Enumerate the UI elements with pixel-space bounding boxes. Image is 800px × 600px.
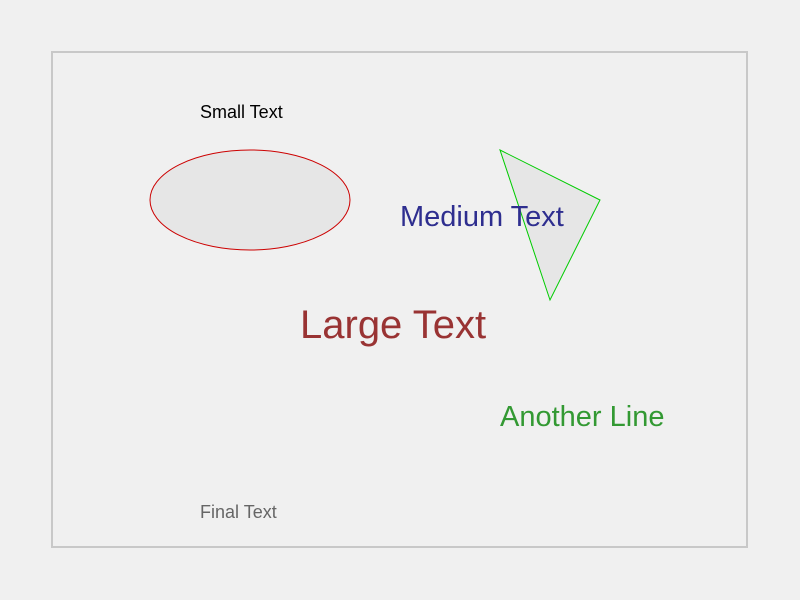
- triangle-shape: [499, 149, 601, 302]
- final-text: Final Text: [200, 502, 277, 522]
- ellipse-shape: [149, 149, 351, 251]
- medium-text: Medium Text: [400, 201, 564, 233]
- large-text: Large Text: [300, 303, 487, 347]
- small-text: Small Text: [200, 102, 283, 122]
- canvas-frame: [51, 51, 748, 548]
- another-line-text: Another Line: [500, 401, 665, 433]
